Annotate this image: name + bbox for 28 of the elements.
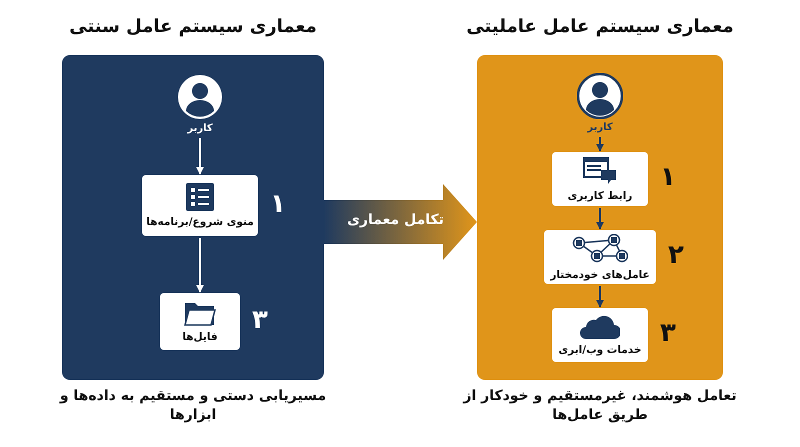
- step-number: ۳: [660, 318, 676, 348]
- step-number: ۱: [270, 188, 286, 218]
- node-label: منوی شروع/برنامه‌ها: [146, 216, 254, 228]
- panel-title: معماری سیستم عامل سنتی: [68, 16, 318, 37]
- process-box: [142, 175, 258, 236]
- arrow: [196, 138, 204, 175]
- process-box: [552, 152, 648, 206]
- panel-title: معماری سیستم عامل عاملیتی: [465, 16, 735, 37]
- arrow: [596, 208, 604, 230]
- panel-caption: مسیریابی دستی و مستقیم به داده‌ها و ابزارها: [58, 387, 328, 425]
- panel-caption: تعامل هوشمند، غیرمستقیم و خودکار از طریق عامل‌ها: [462, 387, 738, 425]
- node-label: رابط کاربری: [568, 190, 632, 202]
- node-label: کاربر: [186, 123, 214, 134]
- node-label: کاربر: [586, 122, 614, 133]
- edge-label: تکامل معماری: [346, 212, 445, 228]
- process-box: [544, 230, 656, 284]
- arrow: [596, 137, 604, 152]
- node-label: خدمات وب/ابری: [558, 344, 642, 356]
- step-number: ۳: [252, 304, 268, 334]
- node-label: فایل‌ها: [182, 331, 218, 343]
- node-label: عامل‌های خودمختار: [550, 268, 650, 280]
- process-box: [160, 293, 240, 350]
- step-number: ۲: [668, 240, 684, 270]
- block-arrow: [324, 184, 477, 260]
- step-number: ۱: [660, 162, 676, 192]
- arrow: [196, 238, 204, 293]
- arrow: [596, 286, 604, 308]
- process-box: [552, 308, 648, 362]
